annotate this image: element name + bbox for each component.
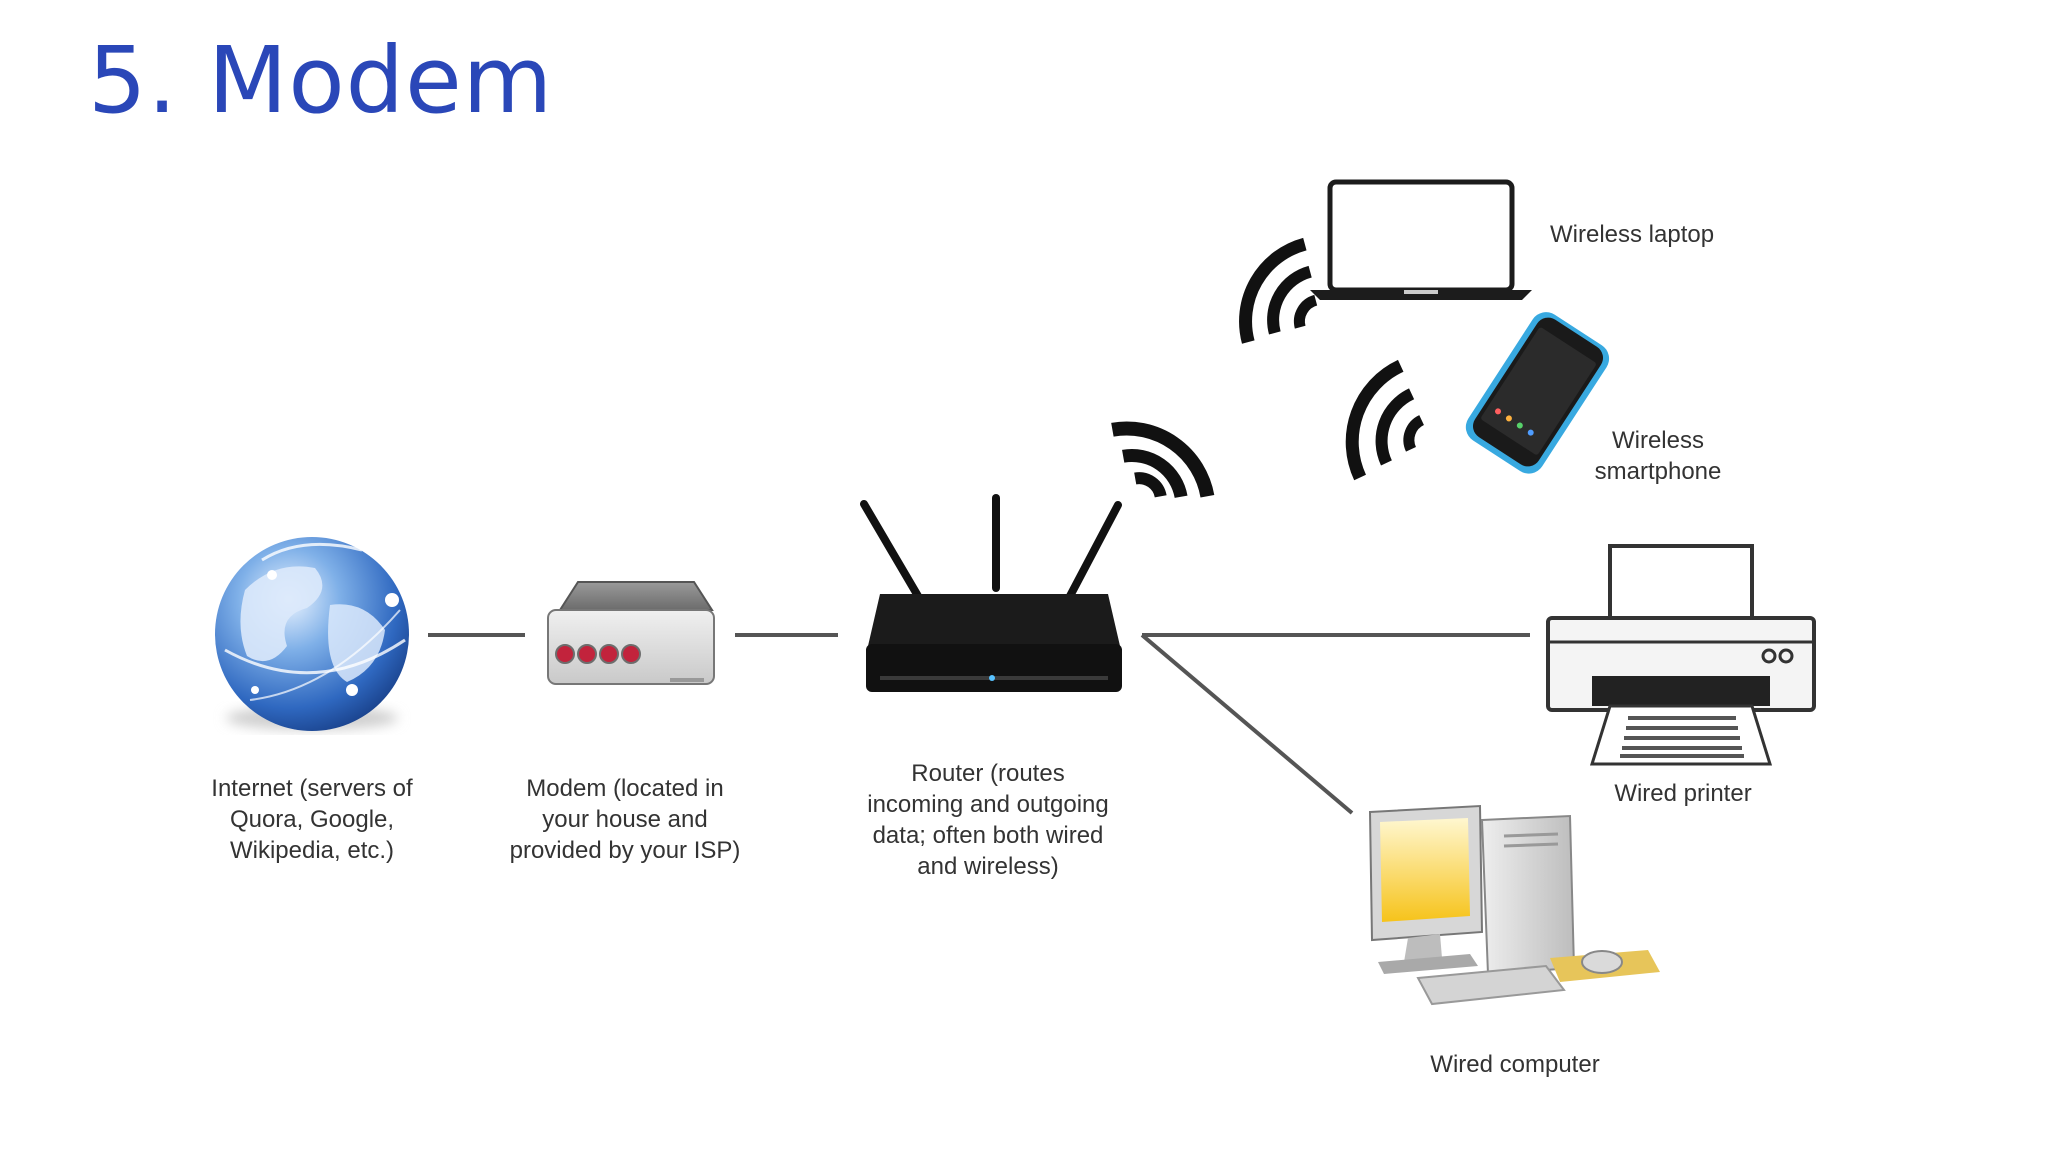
- router-icon: [860, 494, 1122, 692]
- printer-label: Wired printer: [1614, 780, 1752, 807]
- internet-label: Internet (servers of Quora, Google, Wiki…: [211, 775, 413, 864]
- smartphone-icon: [1465, 312, 1610, 474]
- desktop-computer-icon: [1368, 804, 1660, 1006]
- modem-light: [577, 644, 597, 664]
- laptop-wifi-waves-icon: [1239, 237, 1318, 344]
- globe-icon: [215, 537, 409, 731]
- modem-light: [621, 644, 641, 664]
- modem-label: Modem (located in your house and provide…: [509, 775, 741, 864]
- slide-title: 5. Modem: [88, 27, 554, 134]
- modem-light: [599, 644, 619, 664]
- wired-connections: [428, 633, 1530, 815]
- router-wifi-waves-icon: [1111, 421, 1215, 499]
- laptop-label: Wireless laptop: [1550, 221, 1715, 248]
- smartphone-label: Wireless smartphone: [1594, 427, 1722, 485]
- router-label: Router (routes incoming and outgoing dat…: [867, 760, 1109, 880]
- laptop-icon: [1310, 179, 1532, 300]
- printer-icon: [1546, 544, 1816, 766]
- computer-label: Wired computer: [1430, 1051, 1600, 1078]
- modem-icon: [547, 581, 715, 685]
- modem-lights: [555, 644, 641, 664]
- smartphone-wifi-waves-icon: [1345, 359, 1425, 481]
- connection-router-computer: [1140, 633, 1354, 815]
- modem-light: [555, 644, 575, 664]
